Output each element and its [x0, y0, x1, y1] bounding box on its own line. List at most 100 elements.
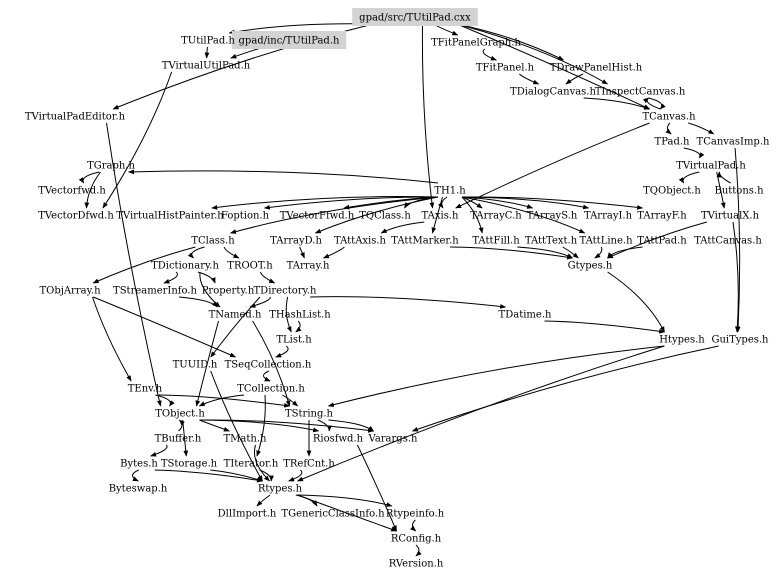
edge-tclass-to-tobjarray: [92, 246, 196, 284]
edge-tclass-to-troot: [223, 246, 240, 259]
node-tarrayd[interactable]: TArrayD.h: [270, 236, 322, 247]
node-tattmarker[interactable]: TAttMarker.h: [391, 236, 459, 247]
node-label: Property.h: [202, 286, 255, 297]
node-tattcanvas[interactable]: TAttCanvas.h: [694, 236, 762, 247]
node-byteswap[interactable]: Byteswap.h: [109, 484, 168, 495]
node-tfitpanel[interactable]: TFitPanel.h: [476, 63, 535, 74]
node-bytes[interactable]: Bytes.h: [120, 459, 158, 470]
node-thashlist[interactable]: THashList.h: [269, 310, 331, 321]
node-property[interactable]: Property.h: [202, 286, 255, 297]
edge-tfitpanelgraph-to-tfitpanel: [482, 48, 497, 61]
node-tvirtualpadeditor[interactable]: TVirtualPadEditor.h: [25, 112, 126, 123]
node-tstreamerinfo[interactable]: TStreamerInfo.h: [113, 286, 197, 297]
node-tgraph[interactable]: TGraph.h: [87, 161, 135, 172]
node-tattaxis[interactable]: TAttAxis.h: [334, 236, 387, 247]
node-riosfwd[interactable]: Riosfwd.h: [313, 434, 364, 445]
edge-tlist-to-tseqcollection: [275, 345, 289, 358]
node-tstorage[interactable]: TStorage.h: [161, 459, 218, 470]
edge-tdatime-to-htypes: [544, 320, 665, 334]
node-tobjarray[interactable]: TObjArray.h: [39, 286, 101, 297]
edge-tcanvas-to-tcanvasimp: [688, 122, 715, 135]
node-tdialogcanvas[interactable]: TDialogCanvas.h: [510, 87, 596, 98]
node-tvectorffwd[interactable]: TVectorFfwd.h: [280, 211, 355, 222]
node-tinspectcanvas[interactable]: TInspectCanvas.h: [595, 87, 686, 98]
node-buttons[interactable]: Buttons.h: [714, 186, 764, 197]
node-th1[interactable]: TH1.h: [434, 186, 466, 197]
edge-th1-to-tarrayf: [461, 196, 644, 210]
node-tcanvas[interactable]: TCanvas.h: [642, 112, 696, 123]
node-foption[interactable]: Foption.h: [221, 211, 270, 222]
node-tclass[interactable]: TClass.h: [191, 236, 235, 247]
edge-th1-to-tvirtualhistpainter: [211, 196, 439, 210]
edge-tattmarker-to-gtypes: [450, 246, 573, 260]
node-label: Rtypeinfo.h: [386, 509, 445, 520]
node-taxis[interactable]: TAxis.h: [422, 211, 459, 222]
node-tarrayc[interactable]: TArrayC.h: [470, 211, 522, 222]
node-label: TH1.h: [434, 186, 466, 197]
node-label: TUUID.h: [173, 360, 218, 371]
node-tbuffer[interactable]: TBuffer.h: [155, 434, 202, 445]
node-tdrawpanelhist[interactable]: TDrawPanelHist.h: [550, 63, 643, 74]
node-tobject[interactable]: TObject.h: [155, 409, 205, 420]
node-tqclass[interactable]: TQClass.h: [359, 211, 411, 222]
node-label: Htypes.h: [659, 335, 705, 346]
edge-tdialogcanvas-to-tcanvas: [583, 97, 651, 110]
node-cxx[interactable]: gpad/src/TUtilPad.cxx: [352, 8, 478, 26]
node-tgenericclassinfo[interactable]: TGenericClassInfo.h: [281, 509, 385, 520]
node-tdictionary[interactable]: TDictionary.h: [151, 261, 219, 272]
node-tlist[interactable]: TList.h: [276, 335, 312, 346]
node-htypes[interactable]: Htypes.h: [659, 335, 705, 346]
node-tvirtualutilpad[interactable]: TVirtualUtilPad.h: [162, 61, 251, 72]
edge-tcanvas-to-taxis: [455, 122, 650, 209]
node-tutilpad[interactable]: TUtilPad.h: [181, 36, 235, 47]
node-rtypeinfo[interactable]: Rtypeinfo.h: [386, 509, 445, 520]
node-tqobject[interactable]: TQObject.h: [643, 186, 701, 197]
node-tarrayi[interactable]: TArrayI.h: [584, 211, 633, 222]
node-tseqcollection[interactable]: TSeqCollection.h: [225, 360, 312, 371]
node-label: TArrayC.h: [470, 211, 522, 222]
node-trefcnt[interactable]: TRefCnt.h: [283, 459, 335, 470]
node-tfitpanelgraph[interactable]: TFitPanelGraph.h: [431, 38, 521, 49]
node-tpad[interactable]: TPad.h: [655, 137, 690, 148]
node-troot[interactable]: TROOT.h: [227, 261, 273, 272]
node-label: TRefCnt.h: [283, 459, 335, 470]
node-rversion[interactable]: RVersion.h: [389, 559, 444, 570]
node-tattpad[interactable]: TAttPad.h: [637, 236, 687, 247]
node-tarrays[interactable]: TArrayS.h: [527, 211, 578, 222]
node-tstring[interactable]: TString.h: [285, 409, 334, 420]
node-titerator[interactable]: TIterator.h: [224, 459, 279, 470]
node-tdatime[interactable]: TDatime.h: [499, 310, 552, 321]
node-tmath[interactable]: TMath.h: [224, 434, 268, 445]
node-dllimport[interactable]: DllImport.h: [218, 509, 277, 520]
edge-guitypes-to-varargs: [411, 345, 719, 432]
node-varargs[interactable]: Varargs.h: [368, 434, 419, 445]
node-tdirectory[interactable]: TDirectory.h: [254, 286, 318, 297]
node-rtypes[interactable]: Rtypes.h: [258, 484, 303, 495]
node-tvirtualhistpainter[interactable]: TVirtualHistPainter.h: [116, 211, 224, 222]
node-tcollection[interactable]: TCollection.h: [237, 384, 305, 395]
node-tarray[interactable]: TArray.h: [287, 261, 330, 272]
node-incutil[interactable]: gpad/inc/TUtilPad.h: [231, 31, 347, 49]
edge-htypes-to-rtypes: [297, 345, 665, 482]
node-rconfig[interactable]: RConfig.h: [391, 534, 442, 545]
node-tcanvasimp[interactable]: TCanvasImp.h: [697, 137, 770, 148]
node-tattfill[interactable]: TAttFill.h: [472, 236, 520, 247]
node-tvirtualpad[interactable]: TVirtualPad.h: [676, 161, 746, 172]
node-gtypes[interactable]: Gtypes.h: [568, 261, 613, 272]
node-tvectordfwd[interactable]: TVectorDfwd.h: [38, 211, 114, 222]
node-guitypes[interactable]: GuiTypes.h: [711, 335, 769, 346]
nodes: gpad/src/TUtilPad.cxx gpad/inc/TUtilPad.h…: [25, 8, 770, 570]
node-label: TDrawPanelHist.h: [550, 63, 643, 74]
node-tarrayf[interactable]: TArrayF.h: [637, 211, 687, 222]
node-tattline[interactable]: TAttLine.h: [579, 236, 633, 247]
node-tnamed[interactable]: TNamed.h: [209, 310, 262, 321]
node-tenv[interactable]: TEnv.h: [128, 384, 163, 395]
node-label: Buttons.h: [714, 186, 764, 197]
node-tuuid[interactable]: TUUID.h: [173, 360, 218, 371]
node-tvectorfwd[interactable]: TVectorfwd.h: [38, 186, 106, 197]
node-label: TAttAxis.h: [334, 236, 387, 247]
node-tvirtualx[interactable]: TVirtualX.h: [701, 211, 760, 222]
edge-tmath-to-rtypes: [254, 444, 270, 482]
node-tatttext[interactable]: TAttText.h: [525, 236, 578, 247]
edge-cxx-to-tdrawpanelhist: [456, 23, 565, 61]
